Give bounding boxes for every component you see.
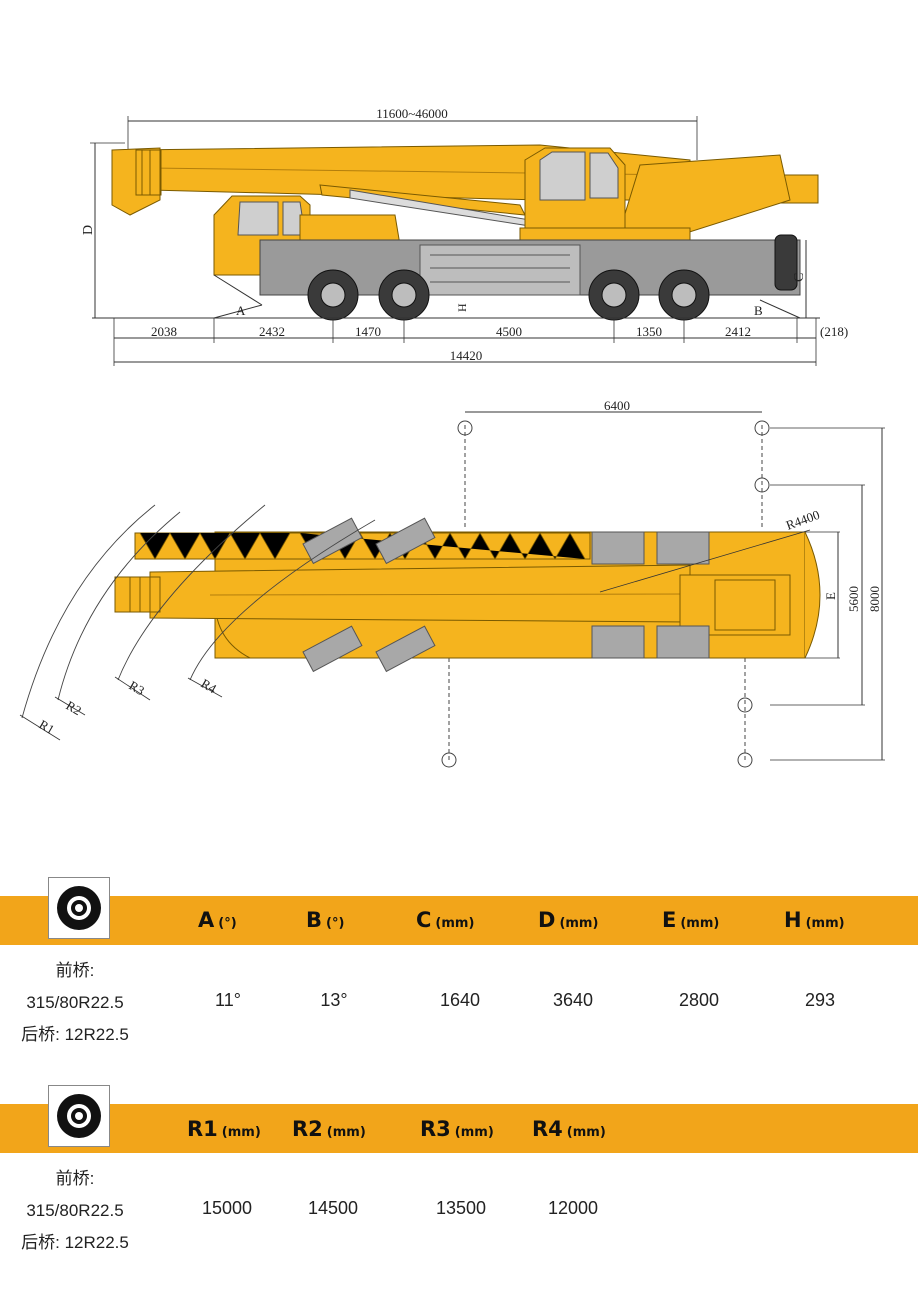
dim-h-label: H: [455, 303, 469, 312]
dim-c-label: C: [792, 273, 807, 282]
value-e: 2800: [678, 990, 720, 1010]
header-r4: R4(mm): [532, 1117, 606, 1141]
value-r3: 13500: [435, 1198, 487, 1218]
spec-header-band-1: [0, 896, 918, 945]
header-a: A(°): [198, 908, 237, 932]
value-d: 3640: [552, 990, 594, 1010]
radius-r4-label: R4: [199, 676, 220, 697]
header-r1: R1(mm): [187, 1117, 261, 1141]
value-c: 1640: [439, 990, 481, 1010]
boom-length-label: 11600~46000: [376, 106, 448, 121]
front-axle-label: 前桥:: [55, 961, 95, 980]
header-r3: R3(mm): [420, 1117, 494, 1141]
dim-4500: 4500: [496, 324, 522, 339]
total-length-label: 14420: [450, 348, 483, 363]
side-view-drawing: 11600~46000 D C H A B: [81, 106, 848, 366]
dim-d-label: D: [81, 225, 96, 235]
radius-r3-label: R3: [127, 678, 148, 699]
header-r2: R2(mm): [292, 1117, 366, 1141]
dim-e-label: E: [823, 592, 838, 600]
rear-axle-tire: 后桥: 12R22.5: [21, 1233, 129, 1252]
tire-icon: [57, 886, 101, 930]
radius-r1-label: R1: [37, 717, 58, 738]
spec-header-band-2: [0, 1104, 918, 1153]
tire-icon-box-1: [48, 877, 110, 939]
dim-2038: 2038: [151, 324, 177, 339]
angle-b-label: B: [754, 303, 763, 318]
value-r2: 14500: [307, 1198, 359, 1218]
dim-2412: 2412: [725, 324, 751, 339]
rear-overhang-label: (218): [820, 324, 848, 339]
width-8000-label: 8000: [867, 586, 882, 612]
tire-icon: [57, 1094, 101, 1138]
value-h: 293: [804, 990, 836, 1010]
radius-r2-label: R2: [64, 698, 85, 719]
width-5600-label: 5600: [846, 586, 861, 612]
header-b: B(°): [306, 908, 345, 932]
header-d: D(mm): [538, 908, 599, 932]
header-h: H(mm): [784, 908, 845, 932]
angle-a-label: A: [236, 303, 246, 318]
value-r4: 12000: [547, 1198, 599, 1218]
header-e: E(mm): [662, 908, 720, 932]
top-view-drawing: 6400 E 5600 8000: [19, 398, 885, 768]
value-r1: 15000: [201, 1198, 253, 1218]
swing-radius-label: R4400: [784, 507, 822, 533]
dim-2432: 2432: [259, 324, 285, 339]
dim-1470: 1470: [355, 324, 381, 339]
front-axle-tire: 315/80R22.5: [26, 1201, 124, 1220]
value-a: 11°: [215, 990, 241, 1010]
dim-1350: 1350: [636, 324, 662, 339]
outrigger-span-label: 6400: [604, 398, 630, 413]
value-b: 13°: [320, 990, 348, 1010]
header-c: C(mm): [416, 908, 475, 932]
front-axle-label: 前桥:: [55, 1169, 95, 1188]
rear-axle-tire: 后桥: 12R22.5: [21, 1025, 129, 1044]
tire-icon-box-2: [48, 1085, 110, 1147]
front-axle-tire: 315/80R22.5: [26, 993, 124, 1012]
